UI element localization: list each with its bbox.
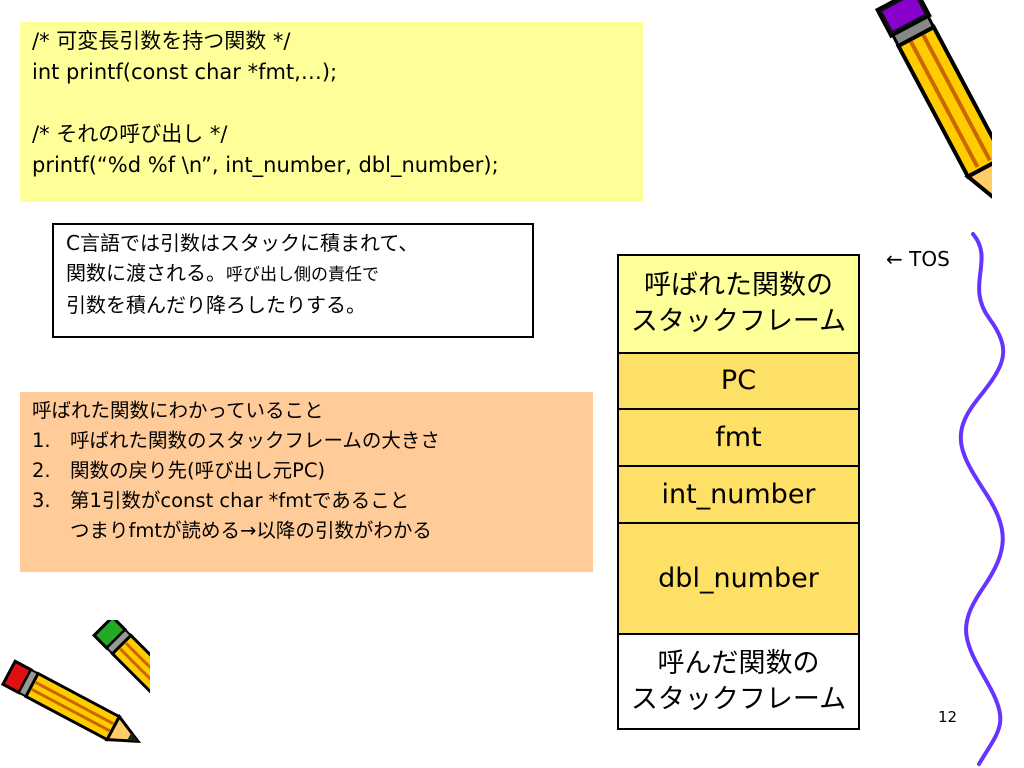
code-comment-call: /* それの呼び出し */ — [32, 122, 228, 146]
info-item-number: 2. — [32, 459, 51, 482]
info-item-text: 第1引数がconst char *fmtであること — [70, 489, 410, 512]
info-item-number: 1. — [32, 429, 51, 452]
code-printf-prototype: int printf(const char *fmt,…); — [32, 60, 338, 84]
stack-explanation-note: C言語では引数はスタックに積まれて、 関数に渡される。呼び出し側の責任で 引数を… — [52, 223, 534, 338]
note-line-2: 関数に渡される。呼び出し側の責任で — [66, 258, 520, 290]
stack-cell-caller-frame: 呼んだ関数のスタックフレーム — [619, 635, 858, 728]
info-item-text: 関数の戻り先(呼び出し元PC) — [70, 459, 326, 482]
squiggle-line-icon — [958, 232, 1006, 766]
note-line-1: C言語では引数はスタックに積まれて、 — [66, 231, 419, 255]
crossed-pencils-icon — [0, 620, 150, 743]
stack-cell-fmt: fmt — [619, 410, 858, 467]
code-snippet-box: /* 可変長引数を持つ関数 */ int printf(const char *… — [20, 22, 643, 202]
code-printf-call: printf(“%d %f \n”, int_number, dbl_numbe… — [32, 153, 499, 177]
known-facts-box: 呼ばれた関数にわかっていること 1. 呼ばれた関数のスタックフレームの大きさ 2… — [20, 392, 593, 572]
info-item-1: 1. 呼ばれた関数のスタックフレームの大きさ — [32, 426, 581, 456]
code-comment-declaration: /* 可変長引数を持つ関数 */ — [32, 29, 291, 53]
stack-diagram: 呼ばれた関数のスタックフレーム PC fmt int_number dbl_nu… — [617, 254, 860, 730]
tos-label: ← TOS — [886, 247, 950, 271]
info-item-text: 呼ばれた関数のスタックフレームの大きさ — [70, 429, 440, 452]
stack-cell-dbl-number: dbl_number — [619, 524, 858, 635]
info-item-3-continuation: つまりfmtが読める→以降の引数がわかる — [70, 519, 432, 542]
stack-cell-pc: PC — [619, 354, 858, 410]
info-item-3: 3. 第1引数がconst char *fmtであること — [32, 486, 581, 516]
info-heading: 呼ばれた関数にわかっていること — [32, 399, 324, 422]
stack-cell-callee-frame: 呼ばれた関数のスタックフレーム — [619, 256, 858, 354]
page-number: 12 — [938, 708, 958, 726]
stack-cell-int-number: int_number — [619, 467, 858, 524]
code-blank-line — [32, 88, 631, 119]
note-line-2-main: 関数に渡される。 — [66, 261, 226, 285]
note-line-2-small: 呼び出し側の責任で — [226, 265, 379, 285]
note-line-3: 引数を積んだり降ろしたりする。 — [66, 293, 366, 317]
pencil-icon — [874, 0, 992, 215]
info-item-2: 2. 関数の戻り先(呼び出し元PC) — [32, 456, 581, 486]
info-item-number: 3. — [32, 489, 51, 512]
